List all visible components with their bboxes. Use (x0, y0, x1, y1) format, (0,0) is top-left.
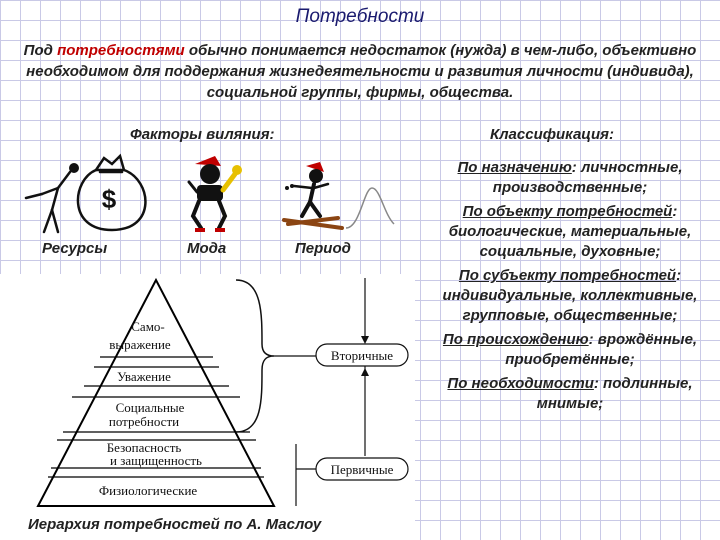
classification-item-head: По объекту потребностей (462, 203, 673, 220)
pyramid-caption: Иерархия потребностей по А. Маслоу (28, 516, 322, 533)
definition-prefix: Под (23, 42, 58, 59)
classification-item: По объекту потребностей: биологические, … (428, 202, 712, 262)
money-bag-icon: $ (24, 153, 147, 234)
svg-text:$: $ (102, 184, 117, 214)
maslow-pyramid: Само- выражение Уважение Социальные потр… (36, 277, 409, 507)
pyramid-level-self-expression-2: выражение (109, 337, 171, 352)
pyramid-level-safety-2: и защищенность (110, 453, 202, 468)
maslow-pyramid-panel: Само- выражение Уважение Социальные потр… (0, 274, 415, 540)
classification-item: По необходимости: подлинные, мнимые; (428, 374, 712, 414)
factor-label-resources: Ресурсы (42, 240, 108, 257)
pyramid-level-social-2: потребности (109, 414, 179, 429)
arrow-head (361, 336, 369, 344)
pyramid-outline (36, 277, 276, 507)
definition-rest: обычно понимается недостаток (нужда) в ч… (26, 42, 697, 101)
secondary-needs-brace (235, 279, 275, 433)
page-title: Потребности (295, 6, 425, 27)
classification-item-head: По происхождению (442, 331, 589, 348)
definition-keyword: потребностями (57, 42, 185, 59)
factor-label-fashion: Мода (187, 240, 227, 257)
classification-item-text: : врождённые, приобретённые; (505, 331, 698, 368)
pyramid-level-respect: Уважение (117, 369, 171, 384)
classification-item-text: : личностные, производственные; (492, 159, 683, 196)
factor-label-period: Период (295, 240, 351, 257)
definition-text: Под потребностями обычно понимается недо… (12, 40, 708, 103)
skier-icon (282, 162, 395, 230)
factors-heading: Факторы виляния: (130, 126, 275, 143)
classification-item-text: : биологические, материальные, социальны… (448, 203, 692, 260)
classification-item-text: : подлинные, мнимые; (536, 375, 693, 412)
pyramid-level-social-1: Социальные (116, 400, 185, 415)
classification-heading: Классификация: (490, 126, 614, 143)
arrow-head (361, 368, 369, 376)
primary-needs-label: Первичные (331, 462, 394, 477)
classification-item: По назначению: личностные, производствен… (428, 158, 712, 198)
pyramid-level-physiological: Физиологические (99, 483, 198, 498)
pyramid-level-self-expression-1: Само- (131, 319, 165, 334)
secondary-needs-label: Вторичные (331, 348, 393, 363)
classification-list: По назначению: личностные, производствен… (428, 158, 712, 418)
fashion-figure-icon (187, 156, 242, 232)
classification-item: По субъекту потребностей: индивидуальные… (428, 266, 712, 326)
secondary-needs-box (315, 343, 409, 367)
classification-item-head: По субъекту потребностей (458, 267, 677, 284)
classification-item-head: По необходимости (447, 375, 594, 392)
classification-item: По происхождению: врождённые, приобретён… (428, 330, 712, 370)
classification-item-text: : индивидуальные, коллективные, групповы… (442, 267, 698, 324)
classification-item-head: По назначению (457, 159, 572, 176)
pyramid-level-safety-1: Безопасность (107, 440, 182, 455)
